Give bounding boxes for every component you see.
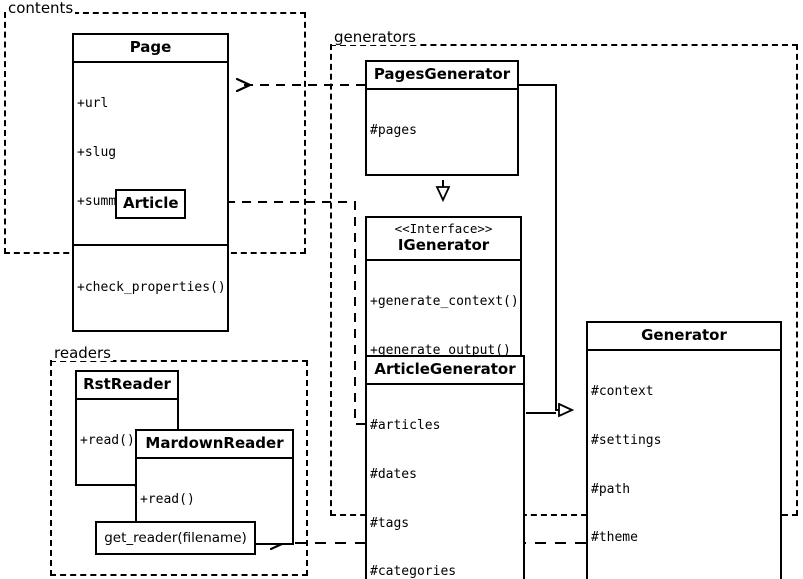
class-pagesgenerator[interactable]: PagesGenerator #pages [365, 60, 519, 177]
attribute-row: +url [77, 96, 109, 112]
attribute-row: #categories [370, 564, 457, 579]
attribute-row: #tags [370, 515, 410, 531]
node-get-reader-label: get_reader(filename) [104, 530, 247, 546]
package-generators-label: generators [332, 28, 418, 46]
class-page-attributes: +url +slug +summary [74, 61, 227, 244]
attribute-row: #dates [370, 467, 417, 483]
method-row: +read() [80, 433, 135, 449]
class-igenerator-header: <<Interface>> IGenerator [367, 218, 520, 259]
attribute-row: #pages [370, 123, 417, 139]
class-igenerator-stereotype: <<Interface>> [394, 221, 493, 236]
class-generator-title: Generator [641, 326, 727, 344]
class-page[interactable]: Page +url +slug +summary +check_properti… [72, 33, 229, 333]
class-articlegenerator-title: ArticleGenerator [374, 360, 516, 378]
package-readers-label: readers [52, 344, 113, 362]
class-rstreader-title: RstReader [83, 375, 171, 393]
class-mardownreader-title: MardownReader [145, 434, 284, 452]
class-pagesgenerator-attributes: #pages [367, 88, 517, 174]
attribute-row: #articles [370, 418, 441, 434]
class-rstreader[interactable]: RstReader +read() [75, 370, 179, 487]
package-readers [50, 360, 308, 576]
class-rstreader-methods: +read() [77, 398, 177, 484]
class-article-title: Article [123, 194, 179, 212]
class-page-methods: +check_properties() [74, 244, 227, 330]
attribute-row: #context [591, 384, 654, 400]
attribute-row: #path [591, 481, 631, 497]
attribute-row: +slug [77, 145, 117, 161]
node-get-reader[interactable]: get_reader(filename) [95, 521, 256, 555]
class-igenerator-methods: +generate_context() +generate_output() [367, 259, 520, 394]
method-row: +generate_context() [370, 294, 519, 310]
class-generator-attributes: #context #settings #path #theme #output_… [588, 349, 780, 579]
class-igenerator-title: IGenerator [397, 236, 490, 254]
class-mardownreader-methods: +read() [137, 457, 292, 543]
attribute-row: #theme [591, 530, 638, 546]
attribute-row: #settings [591, 433, 662, 449]
method-row: +generate_output() [370, 343, 511, 359]
class-article[interactable]: Article [115, 189, 186, 219]
class-articlegenerator[interactable]: ArticleGenerator #articles #dates #tags … [365, 355, 525, 579]
class-page-title: Page [129, 38, 172, 56]
class-pagesgenerator-title: PagesGenerator [373, 65, 511, 83]
method-row: +read() [140, 492, 195, 508]
package-contents-label: contents [6, 0, 76, 17]
package-readers-border [50, 360, 308, 576]
class-generator[interactable]: Generator #context #settings #path #them… [586, 321, 782, 579]
method-row: +check_properties() [77, 279, 226, 295]
class-articlegenerator-attributes: #articles #dates #tags #categories [367, 383, 523, 579]
